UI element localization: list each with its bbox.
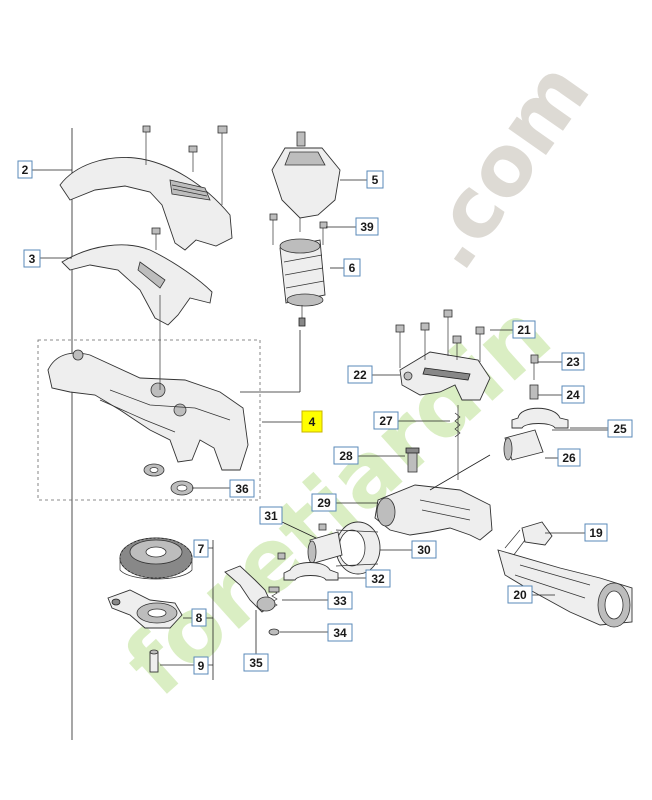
callout-7: 7: [193, 539, 209, 558]
part-35-lever: [224, 565, 276, 613]
part-26-sleeve: [503, 429, 544, 461]
part-30-gear-cover: [335, 521, 381, 575]
callout-4: 4: [301, 410, 323, 433]
callout-20-text: 20: [513, 588, 527, 602]
callout-26-text: 26: [562, 451, 576, 465]
watermark-suffix: .com: [398, 44, 608, 286]
part-6-motor: [240, 213, 328, 393]
callout-32: 32: [365, 569, 391, 588]
callout-21-text: 21: [517, 323, 531, 337]
callout-20: 20: [507, 585, 533, 604]
callout-19-text: 19: [589, 526, 603, 540]
part-4-handle-chassis: [47, 295, 249, 471]
callout-33: 33: [327, 591, 353, 610]
callout-33-text: 33: [333, 594, 347, 608]
part-32-clamp: [277, 552, 339, 581]
callout-25: 25: [607, 419, 633, 438]
callout-28: 28: [333, 446, 359, 465]
group-dashed-frame: [37, 339, 261, 501]
callout-31: 31: [259, 506, 283, 525]
callout-31-text: 31: [264, 509, 278, 523]
part-2-cover: [59, 125, 233, 251]
callout-9-text: 9: [198, 659, 205, 673]
callout-8: 8: [191, 608, 207, 627]
callout-26: 26: [557, 448, 581, 467]
part-25-clamp-ring: [511, 407, 569, 429]
callout-29-text: 29: [317, 496, 331, 510]
part-5-motor-bracket: [271, 131, 341, 232]
callout-35-text: 35: [249, 656, 263, 670]
part-22-handle-clamp: [395, 309, 491, 401]
callout-39-text: 39: [360, 220, 374, 234]
callout-2-text: 2: [22, 163, 29, 177]
callout-27: 27: [373, 411, 399, 430]
part-9-pin: [149, 649, 159, 673]
callout-29: 29: [311, 493, 337, 512]
part-7-gear: [119, 537, 193, 580]
callout-24-text: 24: [566, 388, 580, 402]
callout-3: 3: [23, 249, 41, 268]
callout-6-text: 6: [349, 261, 356, 275]
callout-34: 34: [327, 623, 353, 642]
callout-34-text: 34: [333, 626, 347, 640]
part-23-screw: [530, 354, 539, 380]
callout-23-text: 23: [566, 355, 580, 369]
callout-24: 24: [561, 385, 585, 404]
callout-36: 36: [229, 479, 255, 498]
callout-25-text: 25: [613, 422, 627, 436]
callout-21: 21: [512, 320, 536, 339]
callout-8-text: 8: [196, 611, 203, 625]
callout-23: 23: [561, 352, 585, 371]
callout-35: 35: [243, 653, 269, 672]
callout-19: 19: [584, 523, 608, 542]
callout-5: 5: [366, 170, 384, 189]
callout-36-text: 36: [235, 482, 249, 496]
callout-7-text: 7: [198, 542, 205, 556]
leader-lines: [32, 169, 608, 666]
watermark-brand: foretjardin: [105, 283, 570, 716]
part-8-arm: [107, 589, 183, 629]
callout-22: 22: [347, 365, 373, 384]
part-36-bearing: [143, 463, 194, 496]
part-34-washer: [268, 628, 280, 636]
callout-9: 9: [193, 656, 209, 675]
callout-28-text: 28: [339, 449, 353, 463]
callout-6: 6: [343, 258, 361, 277]
callout-27-text: 27: [379, 414, 393, 428]
callout-30-text: 30: [417, 543, 431, 557]
part-3-inner-cover: [61, 227, 213, 326]
part-27-spring: [454, 405, 461, 480]
callout-5-text: 5: [372, 173, 379, 187]
part-24-nut: [529, 384, 539, 400]
part-20-rear-handle: [497, 549, 633, 628]
callout-30: 30: [411, 540, 437, 559]
callout-3-text: 3: [29, 252, 36, 266]
part-29-lower-housing: [374, 454, 493, 541]
callout-2: 2: [17, 160, 33, 179]
part-31-bushing: [307, 523, 343, 564]
callout-39: 39: [355, 217, 379, 236]
callout-4-text: 4: [309, 415, 316, 429]
callout-32-text: 32: [371, 572, 385, 586]
part-33-spring: [268, 586, 280, 609]
callout-22-text: 22: [353, 368, 367, 382]
part-28-screw: [405, 447, 420, 473]
